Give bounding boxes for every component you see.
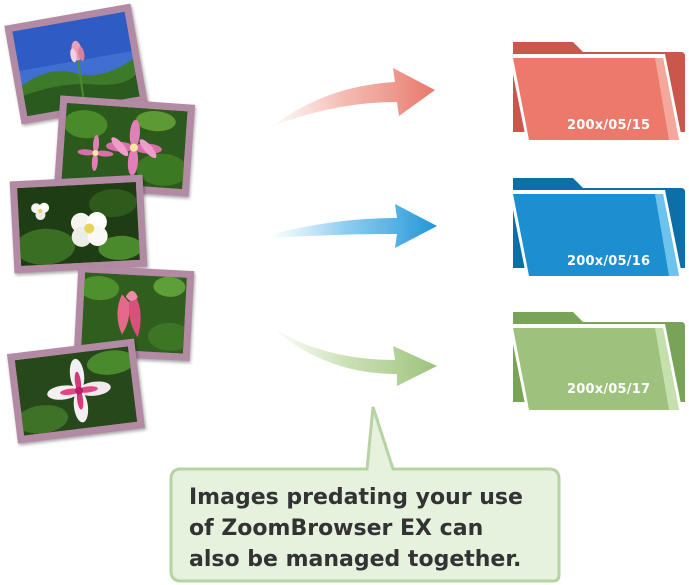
photo-thumbnail-2 [53, 95, 196, 197]
arrow-to-folder-3 [273, 328, 437, 386]
folder-icon [509, 312, 685, 414]
callout-line-2: of ZoomBrowser EX can [189, 516, 484, 541]
folder-icon [509, 42, 685, 144]
arrow-to-folder-2 [273, 204, 437, 248]
photo-thumbnail-1 [4, 3, 148, 125]
callout-bubble [169, 406, 561, 583]
callout-line-1: Images predating your use [189, 485, 523, 510]
folder-icon [509, 178, 685, 280]
folder-1[interactable]: 200x/05/15 [505, 36, 689, 150]
folder-3[interactable]: 200x/05/17 [505, 306, 689, 420]
folder-label: 200x/05/15 [567, 118, 651, 133]
photo-thumbnail-4 [73, 265, 195, 361]
arrow-to-folder-1 [273, 68, 435, 126]
photo-thumbnail-5 [6, 338, 146, 444]
folder-label: 200x/05/17 [567, 382, 651, 397]
callout-line-3: also be managed together. [189, 547, 522, 572]
photo-thumbnail-3 [9, 174, 148, 274]
folder-label: 200x/05/16 [567, 254, 651, 269]
folder-2[interactable]: 200x/05/16 [505, 172, 689, 286]
callout-text: Images predating your use of ZoomBrowser… [189, 482, 559, 575]
callout-box: Images predating your use of ZoomBrowser… [167, 405, 562, 583]
